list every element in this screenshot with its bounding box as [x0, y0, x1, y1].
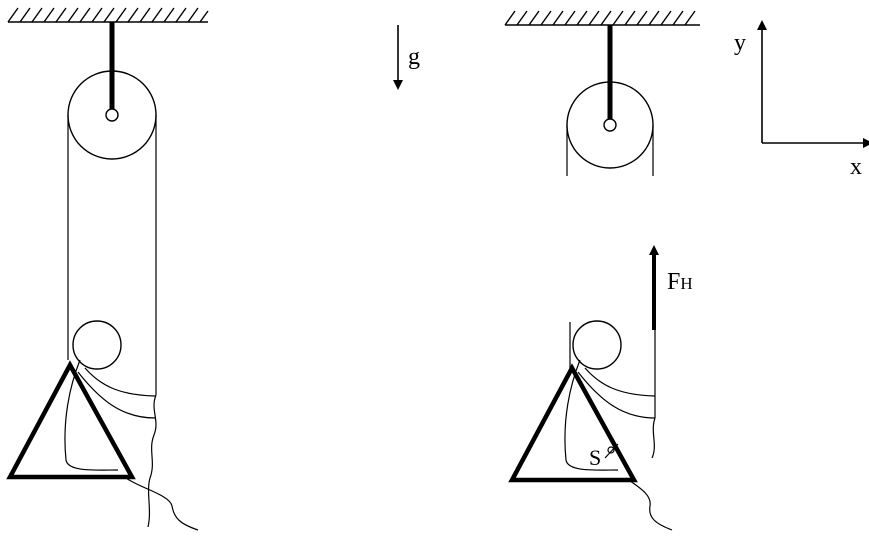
axes	[757, 20, 869, 148]
right-seat-triangle	[508, 363, 638, 483]
force-label: FH	[667, 269, 693, 295]
axis-y-label: y	[734, 30, 746, 56]
right-ceiling	[504, 10, 700, 26]
gravity-label: g	[408, 44, 420, 70]
right-pulley	[566, 81, 654, 176]
force-label-main: F	[667, 269, 680, 295]
left-seat-triangle	[6, 360, 136, 480]
left-person	[64, 320, 199, 531]
point-s-marker	[604, 443, 619, 459]
right-person	[564, 320, 673, 531]
left-rope	[67, 115, 157, 528]
point-s-label: S	[589, 445, 601, 470]
force-label-sub: H	[680, 274, 692, 293]
left-ceiling	[7, 7, 209, 23]
axis-x-label: x	[850, 154, 862, 180]
